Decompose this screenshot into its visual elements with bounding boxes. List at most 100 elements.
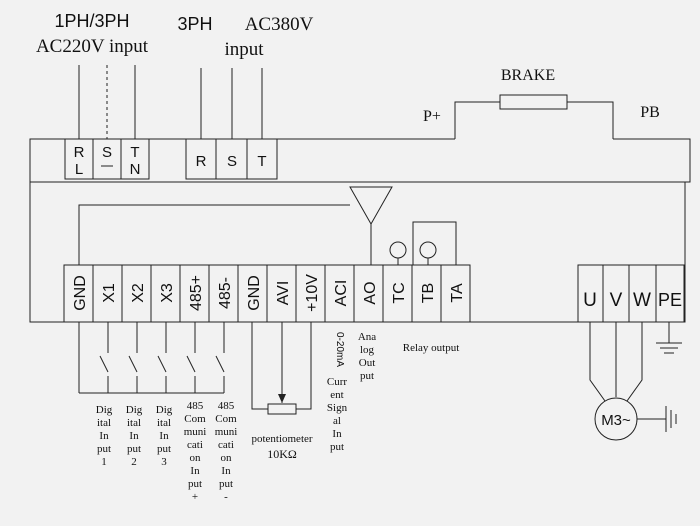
three-phase-label: 3PH: [177, 14, 212, 34]
svg-text:put: put: [360, 370, 374, 382]
terminal-3ph-t-label: T: [257, 153, 266, 170]
svg-text:1: 1: [101, 456, 107, 468]
svg-text:Dig: Dig: [96, 404, 113, 416]
pb-label: PB: [640, 104, 660, 121]
svg-text:In: In: [221, 465, 231, 477]
control-terminal-tb: TB: [420, 283, 437, 303]
potentiometer: [251, 322, 312, 415]
control-terminal-x2: X2: [130, 283, 147, 303]
brake-wire-right: [567, 101, 614, 139]
control-terminal-x3: X3: [159, 283, 176, 303]
svg-text:Dig: Dig: [126, 404, 143, 416]
svg-text:cati: cati: [187, 439, 203, 451]
svg-text:put: put: [188, 478, 202, 490]
relay-wire: [412, 221, 457, 265]
terminal-3ph-r-label: R: [196, 153, 207, 170]
svg-text:on: on: [190, 452, 202, 464]
potentiometer-value: 10KΩ: [267, 447, 297, 461]
terminal-3ph-s-label: S: [227, 153, 237, 170]
input-terminal-block-1ph: R L S T N: [64, 138, 150, 180]
control-terminal-10v: +10V: [304, 274, 321, 312]
aci-caption: Curr ent Sign al In put: [327, 376, 348, 453]
svg-text:Ana: Ana: [358, 331, 376, 343]
single-phase-input-subtitle: AC220V input: [36, 36, 149, 57]
svg-text:In: In: [159, 430, 169, 442]
svg-text:on: on: [221, 452, 233, 464]
single-phase-input-title: 1PH/3PH: [54, 11, 129, 31]
three-phase-voltage: AC380V: [245, 14, 314, 35]
control-terminal-485-plus: 485+: [188, 275, 205, 311]
terminal-r-label: R: [74, 144, 85, 161]
switch-x2: [128, 322, 138, 393]
pe-ground-icon: [656, 322, 682, 354]
svg-text:put: put: [157, 443, 171, 455]
control-terminal-ta: TA: [449, 283, 466, 303]
comm-input-plus-caption: 485 Com muni cati on In put +: [184, 400, 207, 503]
control-terminal-ao: AO: [362, 281, 379, 304]
svg-text:log: log: [360, 344, 375, 356]
brake-label: BRAKE: [501, 67, 555, 84]
comm-input-minus-caption: 485 Com muni cati on In put -: [215, 400, 238, 503]
aci-range-label: 0-20mA: [334, 332, 345, 367]
svg-text:In: In: [129, 430, 139, 442]
terminal-n-label: N: [130, 161, 141, 178]
input-terminal-block-3ph: R S T: [185, 138, 278, 180]
svg-text:-: -: [224, 491, 228, 503]
svg-text:ital: ital: [127, 417, 141, 429]
svg-text:put: put: [330, 441, 344, 453]
svg-text:ital: ital: [97, 417, 111, 429]
control-terminal-aci: ACI: [333, 280, 350, 307]
svg-text:put: put: [127, 443, 141, 455]
three-phase-input-label: input: [224, 39, 264, 60]
control-terminal-tc: TC: [391, 282, 408, 303]
motor-terminal-u: U: [583, 290, 597, 311]
terminal-l-label: L: [75, 161, 83, 178]
motor-terminal-pe: PE: [658, 290, 682, 310]
svg-text:Com: Com: [184, 413, 206, 425]
svg-text:Sign: Sign: [327, 402, 348, 414]
ao-caption: Ana log Out put: [358, 331, 376, 382]
digital-input-3-caption: Dig ital In put 3: [156, 404, 173, 468]
svg-text:Com: Com: [215, 413, 237, 425]
control-terminal-x1: X1: [101, 283, 118, 303]
switch-485-plus: [186, 322, 196, 393]
svg-text:al: al: [333, 415, 341, 427]
svg-text:3: 3: [161, 456, 167, 468]
digital-input-1-caption: Dig ital In put 1: [96, 404, 113, 468]
svg-text:put: put: [219, 478, 233, 490]
svg-text:muni: muni: [184, 426, 207, 438]
switch-x3: [157, 322, 167, 393]
p-plus-label: P+: [423, 108, 441, 125]
svg-text:Dig: Dig: [156, 404, 173, 416]
svg-text:2: 2: [131, 456, 137, 468]
digital-input-2-caption: Dig ital In put 2: [126, 404, 143, 468]
relay-output-label: Relay output: [403, 342, 460, 354]
motor-label: M3~: [601, 412, 631, 429]
motor-wire-w: [626, 322, 643, 402]
svg-text:485: 485: [218, 400, 235, 412]
relay-lamp-tb: [419, 241, 437, 259]
brake-wire-left: [454, 101, 500, 139]
motor-terminal-strip: U V W PE: [577, 264, 685, 323]
control-terminal-gnd-2: GND: [246, 275, 263, 311]
gnd-to-ao-wire: [78, 204, 350, 265]
motor-terminal-v: V: [610, 290, 623, 311]
control-terminal-gnd-1: GND: [72, 275, 89, 311]
svg-text:+: +: [192, 491, 198, 503]
motor-wire-u: [589, 322, 606, 402]
terminal-t-label: T: [130, 144, 139, 161]
svg-text:cati: cati: [218, 439, 234, 451]
switch-485-minus: [215, 322, 225, 393]
svg-text:muni: muni: [215, 426, 238, 438]
svg-text:In: In: [190, 465, 200, 477]
terminal-s-label: S: [102, 144, 112, 161]
svg-text:Curr: Curr: [327, 376, 348, 388]
svg-text:In: In: [332, 428, 342, 440]
brake-resistor: [499, 94, 568, 110]
control-terminal-strip: GND X1 X2 X3 485+ 485- GND AVI +10V ACI …: [63, 264, 471, 323]
svg-text:485: 485: [187, 400, 204, 412]
svg-text:Out: Out: [359, 357, 376, 369]
motor-ground-icon: [637, 406, 677, 432]
ao-indicator-triangle: [349, 186, 393, 226]
